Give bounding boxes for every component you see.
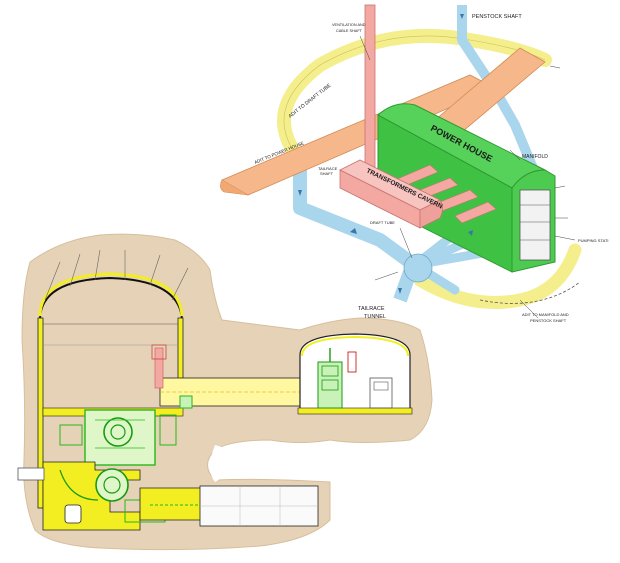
transformer-equipment [317,348,393,409]
generator-unit [59,395,193,466]
spiral-case [59,468,166,524]
label-manifold: MANIFOLD [522,154,548,160]
label-ventilation-shaft-1: VENTILATION AND [332,23,366,27]
label-tailrace-tunnel-2: TUNNEL [364,314,386,320]
label-draft-tube: DRAFT TUBE [370,220,395,225]
leader-lines [359,35,576,319]
label-adit-manifold-2: PENSTOCK SHAFT [530,318,567,323]
rock-bolt-lines [44,249,189,301]
gallery-duct [154,347,164,389]
tailrace-tunnel-blue [293,170,415,268]
power-house-end-detail [519,189,551,261]
label-adit-manifold-1: ADIT TO MANIFOLD AND [522,312,569,317]
cross-section-drawing [17,233,433,551]
label-ventilation-shaft-2: CABLE SHAFT [336,29,363,33]
transformers-cavern-end [419,199,443,229]
draft-tube-section [139,487,211,521]
adit-ring-dotted [479,281,581,304]
powerhouse-vault [39,276,183,321]
penstock-left [17,467,45,481]
label-tailrace-tunnel-1: TAILRACE [358,306,385,312]
draft-tube-hub [403,253,433,283]
ventilation-shaft [364,4,376,176]
flow-arrows [298,14,473,294]
rock-notch [210,445,250,482]
isometric-drawing [220,4,582,319]
label-tailrace-shaft-2: SHAFT [320,171,334,176]
label-penstock-shaft: PENSTOCK SHAFT [472,14,522,20]
manifold-blue [410,217,505,295]
label-tailrace-shaft-1: TAILRACE [318,166,338,171]
label-pumping-station: PUMPING STATI [578,238,609,243]
adit-ring-yellow-lower [413,243,582,309]
powerhouse-wall-right [177,317,184,389]
